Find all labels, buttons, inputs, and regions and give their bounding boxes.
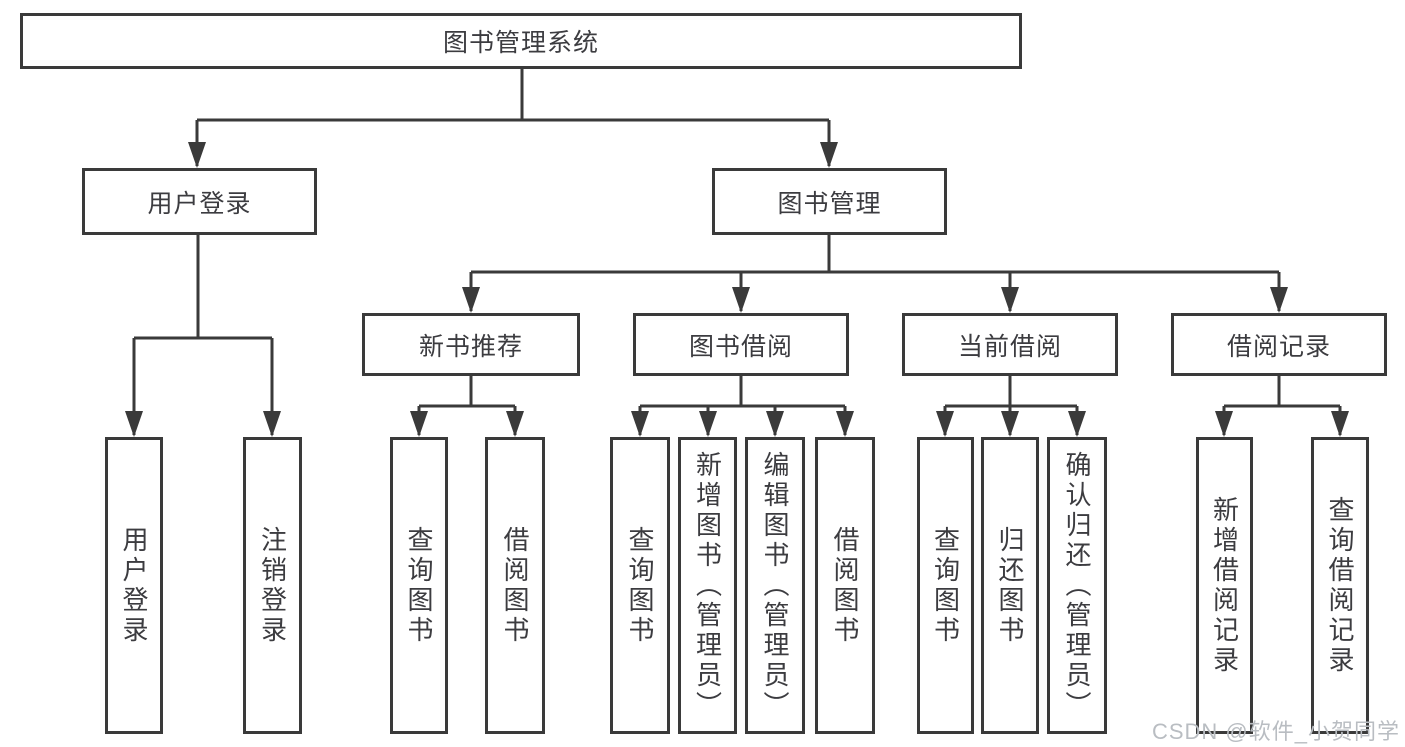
node-current-borrowing: 当前借阅: [902, 313, 1118, 376]
node-borrow-records: 借阅记录: [1171, 313, 1387, 376]
leaf-query-books-borrowing: 查询图书: [610, 437, 670, 734]
leaf-borrow-books-borrowing: 借阅图书: [815, 437, 875, 734]
node-book-management: 图书管理: [712, 168, 947, 235]
connector-root-to-level2: [188, 69, 838, 168]
connector-book-borrowing-children: [631, 376, 854, 437]
leaf-query-borrow-record: 查询借阅记录: [1311, 437, 1369, 734]
connector-borrow-records-children: [1215, 376, 1349, 437]
leaf-return-books: 归还图书: [981, 437, 1039, 734]
leaf-user-login: 用户登录: [105, 437, 163, 734]
leaf-edit-books-admin: 编辑图书（管理员）: [745, 437, 805, 734]
leaf-add-books-admin: 新增图书（管理员）: [678, 437, 737, 734]
connector-user-login-children: [125, 235, 281, 437]
connector-new-book-recommend-children: [410, 376, 524, 437]
connector-current-borrowing-children: [936, 376, 1086, 437]
leaf-query-books-recommend: 查询图书: [390, 437, 448, 734]
node-new-book-recommend: 新书推荐: [362, 313, 580, 376]
node-book-borrowing: 图书借阅: [633, 313, 849, 376]
node-user-login: 用户登录: [82, 168, 317, 235]
leaf-borrow-books-recommend: 借阅图书: [485, 437, 545, 734]
leaf-query-books-current: 查询图书: [917, 437, 974, 734]
leaf-confirm-return-admin: 确认归还（管理员）: [1047, 437, 1107, 734]
node-root-system: 图书管理系统: [20, 13, 1022, 69]
watermark: CSDN @软件_小贺同学: [1151, 719, 1400, 744]
connector-book-management-children: [462, 235, 1288, 313]
leaf-add-borrow-record: 新增借阅记录: [1196, 437, 1253, 734]
leaf-logout: 注销登录: [243, 437, 302, 734]
